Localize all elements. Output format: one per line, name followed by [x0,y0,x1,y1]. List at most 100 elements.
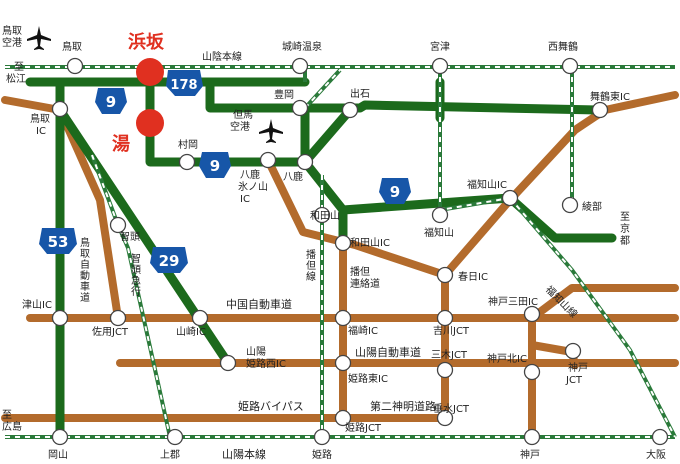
label-kobe-sanda: 神戸三田IC [488,295,538,308]
node-izushi [341,101,359,119]
route-29-shield: 29 [150,247,188,273]
node-kobe [523,428,541,446]
node-fukuchiyama-ic [501,189,519,207]
svg-text:9: 9 [210,157,220,175]
label-nishimaizuru: 西舞鶴 [548,40,578,53]
node-kamigori [166,428,184,446]
route-9-shield-hamasaka: 9 [95,88,127,114]
label-chugoku-expressway: 中国自動車道 [226,297,292,311]
label-bantan-line: 播但線 [306,248,316,283]
route-53 [56,106,122,322]
label-toyooka: 豊岡 [274,88,294,101]
node-yokawa [436,309,454,327]
node-yamasaki [191,309,209,327]
yu-label: 湯 [112,134,130,155]
airplane-icon [257,117,285,145]
node-osaka [651,428,669,446]
label-kasuga-ic: 春日IC [458,271,488,283]
hamasaka-marker [136,58,164,86]
node-kinosaki [291,57,309,75]
label-kamigori: 上郡 [160,449,180,461]
route-kasuga-maizuru [441,91,679,279]
route-53-shield: 53 [39,228,77,254]
label-fukusaki-ic: 福崎IC [348,324,378,337]
label-yoka: 八鹿 [283,170,303,183]
hamasaka-label: 浜坂 [128,32,165,53]
node-sayo [109,309,127,327]
node-wadayama [313,206,331,224]
label-miki-jct: 三木JCT [431,349,468,361]
svg-text:178: 178 [170,78,197,93]
svg-text:29: 29 [159,252,180,270]
yu-marker [136,109,164,137]
node-wadayama-ic [334,234,352,252]
label-bantan-renraku: 播但連絡道 [350,265,380,290]
toyooka-maizuru [300,100,603,115]
node-fukuchiyama [431,206,449,224]
node-tsuyama [51,309,69,327]
label-tottori: 鳥取 [62,40,82,53]
map-nodes [51,57,669,446]
svg-text:53: 53 [48,233,69,251]
chizu-kyuko [90,154,172,438]
node-miki [436,361,454,379]
route-shields: 178 9 9 9 53 29 [39,70,411,273]
label-second-shinmei: 第二神明道路 [370,399,436,413]
label-kobe: 神戸 [520,448,540,461]
label-izushi: 出石 [350,87,370,100]
label-himeji: 姫路 [312,448,332,461]
node-sanyo-himeji-nishi [219,354,237,372]
node-tottori [66,57,84,75]
label-chizu: 智頭 [120,230,140,243]
label-himeji-jct: 姫路JCT [345,421,382,434]
node-muraoka [178,153,196,171]
label-osaka: 大阪 [646,448,666,461]
node-okayama [51,428,69,446]
airplane-icon [25,24,53,52]
node-himeji-higashi [334,354,352,372]
node-maizuru-higashi [591,101,609,119]
node-chizu [109,216,127,234]
label-sayo-jct: 佐用JCT [92,326,129,338]
label-tsuyama-ic: 津山IC [22,299,52,311]
kinosaki-toyooka [205,77,310,167]
label-fukuchiyama: 福知山 [424,226,454,239]
label-yokawa-jct: 吉川JCT [433,325,470,337]
node-kobe-kita [523,363,541,381]
label-to-matsue: 至松江 [6,61,26,85]
label-tottori-expressway: 鳥取自動車道 [80,236,90,304]
svg-text:9: 9 [106,93,116,111]
route-178-shield: 178 [166,70,203,96]
label-tajima-airport: 但馬空港 [230,109,253,133]
node-himeji [313,428,331,446]
hamasaka-link [145,67,190,167]
label-sanyo-expressway: 山陽自動車道 [355,345,421,359]
highlight-hamasaka-yu: 浜坂 湯 [112,32,165,155]
route-kobe-sanda [528,284,679,322]
label-to-hiroshima: 至広島 [2,409,22,433]
label-ayabe: 綾部 [582,200,602,213]
label-tarumi-jct: 垂水JCT [433,403,470,415]
label-sanyo-himeji-nishi: 山陽姫路西IC [246,346,286,370]
node-toyooka [291,99,309,117]
label-himeji-higashi: 姫路東IC [348,372,388,385]
label-maizuru-higashi: 舞鶴東IC [590,90,630,103]
label-fukuchiyama-ic: 福知山IC [467,178,507,191]
route-9-yoka-wadayama [264,156,449,279]
label-to-kyoto: 至京都 [620,211,630,247]
route-9-shield-wadayama: 9 [379,178,411,204]
svg-text:9: 9 [390,183,400,201]
kitakinki-line [303,67,342,110]
label-kobe-kita: 神戸北IC [487,352,527,365]
label-wadayama-ic: 和田山IC [350,237,390,249]
route-9-shield-muraoka: 9 [199,152,231,178]
label-sanyo-line-bottom: 山陽本線 [222,447,266,461]
label-sanin-line-top: 山陰本線 [202,50,242,63]
label-tottori-airport: 鳥取空港 [2,24,22,49]
label-okayama: 岡山 [48,449,68,461]
